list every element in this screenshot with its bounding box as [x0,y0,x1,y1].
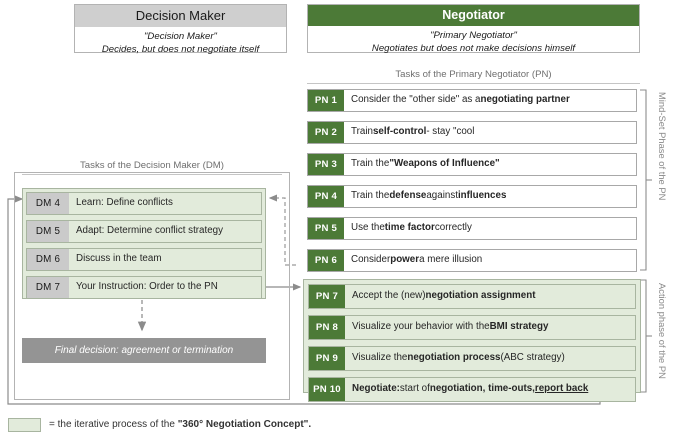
dm-task-badge: DM 4 [27,193,69,214]
pn-task-badge: PN 2 [308,122,344,143]
pn-task-badge: PN 8 [309,316,345,339]
dm-task-text: Your Instruction: Order to the PN [76,281,218,293]
dm-task-badge: DM 7 [27,277,69,298]
pn-task-text: Visualize the negotiation process (ABC s… [352,352,565,364]
pn-task-badge: PN 9 [309,347,345,370]
decision-maker-subtitle-line2: Decides, but does not negotiate itself [101,43,260,55]
pn-action-task-row[interactable]: PN 9 Visualize the negotiation process (A… [308,346,636,371]
pn-task-badge: PN 4 [308,186,344,207]
pn-task-text: Visualize your behavior with the BMI str… [352,321,549,333]
pn-task-badge: PN 1 [308,90,344,111]
negotiator-card: Negotiator "Primary Negotiator" Negotiat… [307,4,640,54]
decision-maker-subtitle-line1: "Decision Maker" [144,31,217,42]
decision-maker-card: Decision Maker "Decision Maker" Decides,… [74,4,287,55]
pn-mindset-task-row[interactable]: PN 1 Consider the "other side" as a negot… [307,89,637,112]
dm-task-group: DM 4 Learn: Define conflicts DM 5 Adapt: De… [22,188,266,299]
action-phase-bracket [640,279,652,393]
pn-task-text: Consider power a mere illusion [351,254,483,266]
pn-mindset-task-row[interactable]: PN 6 Consider power a mere illusion [307,249,637,272]
pn-task-text: Train the "Weapons of Influence" [351,158,500,170]
pn-task-badge: PN 3 [308,154,344,175]
pn-task-badge: PN 10 [309,378,345,401]
dm-task-row[interactable]: DM 6 Discuss in the team [26,248,262,271]
negotiator-subtitle-line1: "Primary Negotiator" [430,30,517,41]
pn-mindset-task-row[interactable]: PN 3 Train the "Weapons of Influence" [307,153,637,176]
dm-task-badge: DM 5 [27,221,69,242]
pn-action-rows-container: PN 7 Accept the (new) negotiation assignm… [308,284,636,402]
pn-task-text: Train self-control - stay "cool [351,126,475,138]
pn-task-text: Negotiate: start of negotiation, time-ou… [352,383,589,395]
decision-maker-panel [14,172,290,400]
dm-task-text: Learn: Define conflicts [76,197,173,209]
dm-task-text: Discuss in the team [76,253,162,265]
pn-action-task-row[interactable]: PN 8 Visualize your behavior with the BMI… [308,315,636,340]
decision-maker-header: Decision Maker [75,5,286,27]
dm-task-row[interactable]: DM 5 Adapt: Determine conflict strategy [26,220,262,243]
pn-task-badge: PN 7 [309,285,345,308]
pn-mindset-task-row[interactable]: PN 5 Use the time factor correctly [307,217,637,240]
dm-task-badge: DM 6 [27,249,69,270]
pn-action-group: PN 7 Accept the (new) negotiation assignm… [303,279,641,402]
negotiator-header: Negotiator [308,5,639,26]
pn-task-text: Accept the (new) negotiation assignment [352,290,536,302]
mindset-phase-label: Mind-Set Phase of the PN [657,92,668,201]
pn-mindset-rows-container: PN 1 Consider the "other side" as a negot… [307,89,637,272]
pn-task-badge: PN 6 [308,250,344,271]
legend-swatch [8,418,41,432]
negotiator-subtitle-line2: Negotiates but does not make decisions h… [371,42,576,54]
action-phase-label: Action phase of the PN [657,283,668,379]
pn-action-task-row[interactable]: PN 7 Accept the (new) negotiation assignm… [308,284,636,309]
mindset-phase-bracket [640,89,652,271]
pn-task-text: Train the defense against influences [351,190,507,202]
decision-maker-subtitle: "Decision Maker" Decides, but does not n… [75,27,286,61]
pn-action-task-row[interactable]: PN 10 Negotiate: start of negotiation, ti… [308,377,636,402]
final-decision-bar: Final decision: agreement or termination [22,338,266,363]
dm-task-row[interactable]: DM 4 Learn: Define conflicts [26,192,262,215]
pn-mindset-task-row[interactable]: PN 2 Train self-control - stay "cool [307,121,637,144]
pn-task-text: Use the time factor correctly [351,222,472,234]
dm-task-row[interactable]: DM 7 Your Instruction: Order to the PN [26,276,262,299]
negotiator-subtitle: "Primary Negotiator" Negotiates but does… [308,26,639,60]
legend-text: = the iterative process of the "360° Neg… [49,419,312,430]
dm-task-text: Adapt: Determine conflict strategy [76,225,224,237]
pn-tasks-caption: Tasks of the Primary Negotiator (PN) [307,69,640,84]
pn-mindset-task-row[interactable]: PN 4 Train the defense against influences [307,185,637,208]
pn-task-text: Consider the "other side" as a negotiati… [351,94,570,106]
dm-rows-container: DM 4 Learn: Define conflicts DM 5 Adapt: De… [26,192,262,299]
pn-task-badge: PN 5 [308,218,344,239]
dm-tasks-caption: Tasks of the Decision Maker (DM) [22,160,282,175]
